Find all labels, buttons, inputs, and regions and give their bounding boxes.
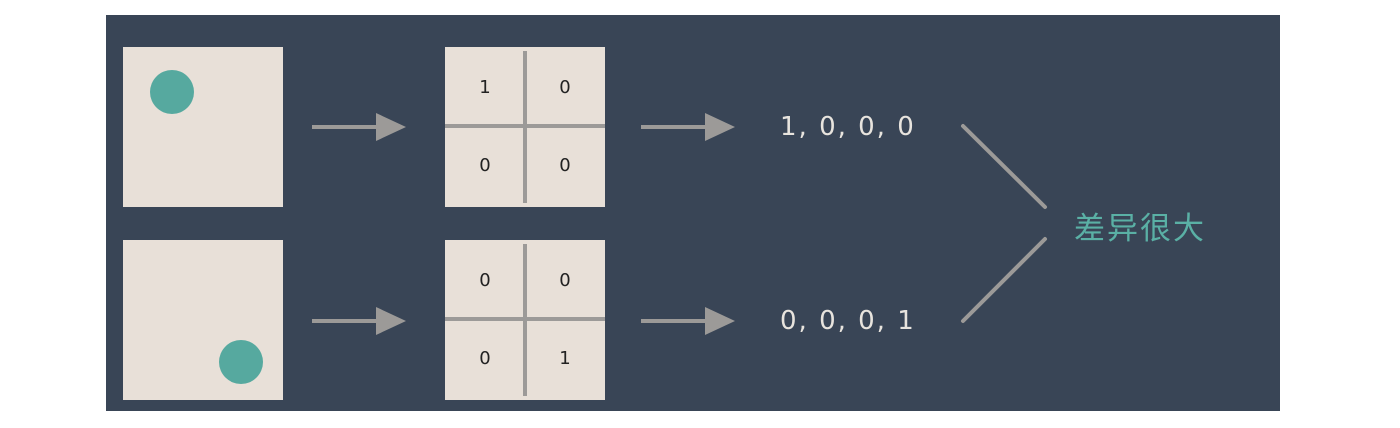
arrow-shaft [312, 319, 382, 323]
result-label: 差异很大 [1074, 211, 1206, 247]
grid-cell: 1 [559, 347, 571, 369]
arrow-head [705, 307, 735, 335]
grid-bottom: 0 0 0 1 [445, 240, 605, 400]
dot-top-left [150, 70, 194, 114]
arrow-shaft [641, 125, 711, 129]
grid-cell: 0 [479, 269, 491, 291]
grid-divider-horizontal [445, 317, 605, 321]
arrow-shaft [641, 319, 711, 323]
vector-top: 1, 0, 0, 0 [780, 112, 916, 142]
grid-cell: 0 [559, 269, 571, 291]
arrow-head [705, 113, 735, 141]
connectors [312, 113, 1047, 335]
grid-cell: 0 [559, 154, 571, 176]
connector-line-top [961, 124, 1047, 209]
arrow-head [376, 113, 406, 141]
grid-divider-horizontal [445, 124, 605, 128]
connector-line-bottom [961, 237, 1047, 323]
input-image-bottom [123, 240, 283, 400]
grid-cell: 0 [479, 347, 491, 369]
input-image-top [123, 47, 283, 207]
arrow-head [376, 307, 406, 335]
vector-bottom: 0, 0, 0, 1 [780, 306, 916, 336]
dot-bottom-right [219, 340, 263, 384]
grid-cell: 1 [479, 76, 491, 98]
grid-top: 1 0 0 0 [445, 47, 605, 207]
grid-cell: 0 [479, 154, 491, 176]
diagram-panel: 1 0 0 0 1, 0, 0, 0 0 0 0 1 0, 0, 0, 1 [106, 15, 1280, 411]
grid-cell: 0 [559, 76, 571, 98]
arrow-shaft [312, 125, 382, 129]
